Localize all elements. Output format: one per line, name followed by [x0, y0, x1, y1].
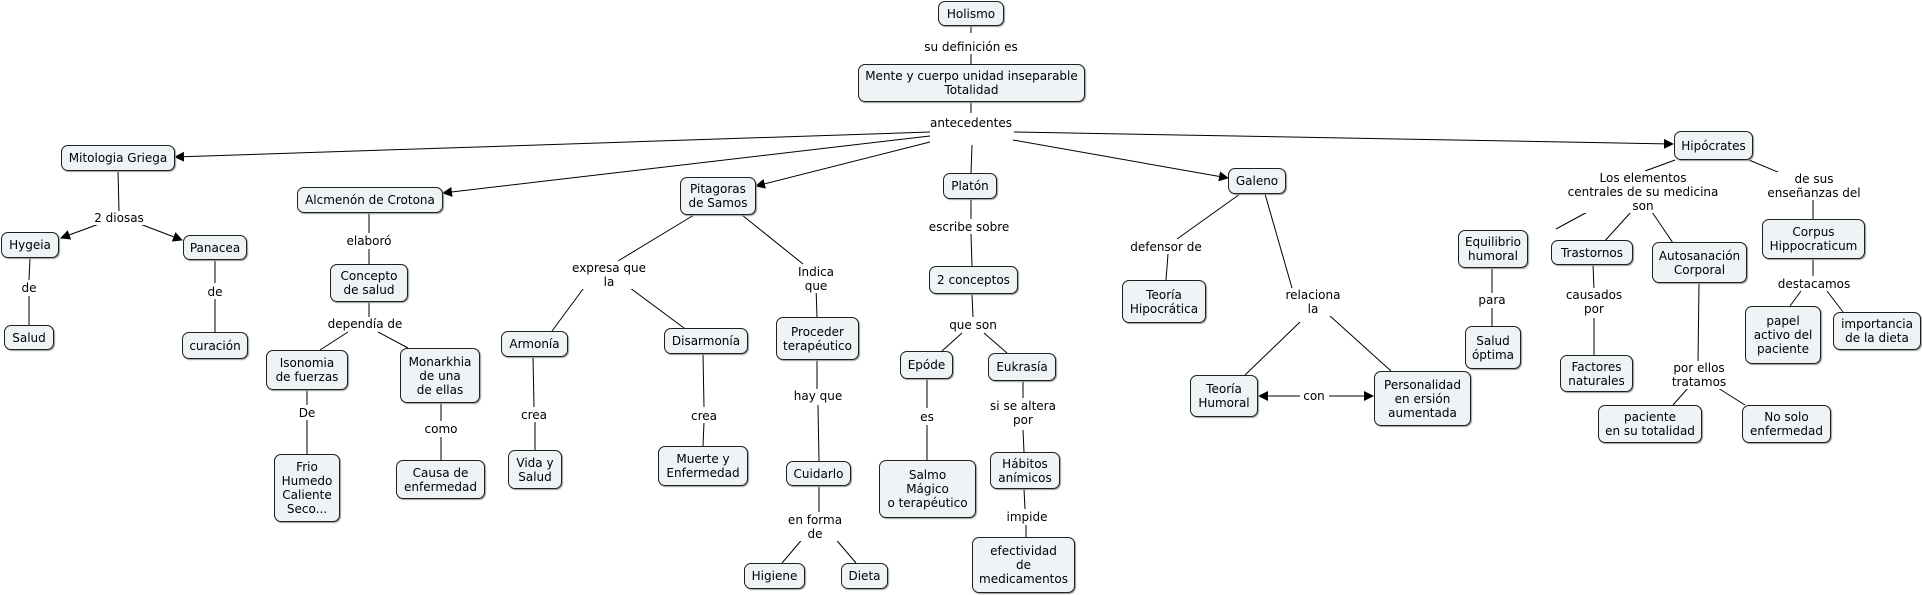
link-los-elementos: Los elementos centrales de su medicina s… — [1567, 171, 1719, 213]
node-higiene[interactable]: Higiene — [744, 563, 805, 589]
link-antecedentes: antecedentes — [930, 116, 1012, 130]
link-expresa-que-la: expresa que la — [572, 261, 646, 289]
node-equilibrio-humoral[interactable]: Equilibrio humoral — [1458, 230, 1528, 268]
node-mente-y-cuerpo[interactable]: Mente y cuerpo unidad inseparable Totali… — [858, 64, 1085, 102]
node-papel-activo[interactable]: papel activo del paciente — [1745, 306, 1821, 364]
node-proceder-terapeutico[interactable]: Proceder terapéutico — [776, 317, 859, 360]
node-curacion[interactable]: curación — [182, 332, 248, 359]
node-mitologia-griega[interactable]: Mitologia Griega — [61, 145, 175, 171]
node-salud-optima[interactable]: Salud óptima — [1465, 326, 1521, 369]
node-importancia-dieta[interactable]: importancia de la dieta — [1833, 312, 1921, 350]
link-De: De — [298, 406, 316, 420]
link-es: es — [920, 410, 934, 424]
node-concepto-de-salud[interactable]: Concepto de salud — [330, 264, 408, 302]
node-dieta[interactable]: Dieta — [841, 563, 888, 589]
node-causa-de-enfermedad[interactable]: Causa de enfermedad — [396, 460, 485, 499]
node-eukrasia[interactable]: Eukrasía — [988, 353, 1056, 381]
node-cuidarlo[interactable]: Cuidarlo — [786, 461, 851, 486]
link-su-definicion-es: su definición es — [924, 40, 1018, 54]
link-si-se-altera-por: si se altera por — [990, 399, 1056, 427]
node-isonomia[interactable]: Isonomia de fuerzas — [266, 350, 348, 390]
node-frio-humedo[interactable]: Frio Humedo Caliente Seco... — [274, 454, 340, 522]
node-salud[interactable]: Salud — [4, 325, 54, 350]
link-crea-armonia: crea — [520, 408, 548, 422]
link-causados-por: causados por — [1565, 288, 1623, 316]
node-alcmenon[interactable]: Alcmenón de Crotona — [297, 187, 443, 213]
node-hygeia[interactable]: Hygeia — [1, 232, 59, 258]
node-factores-naturales[interactable]: Factores naturales — [1560, 355, 1633, 392]
link-elaboro: elaboró — [346, 234, 392, 248]
node-trastornos[interactable]: Trastornos — [1551, 240, 1633, 265]
node-personalidad[interactable]: Personalidad en ersión aumentada — [1374, 371, 1471, 426]
node-corpus-hippocraticum[interactable]: Corpus Hippocraticum — [1762, 219, 1865, 259]
link-defensor-de: defensor de — [1130, 240, 1202, 254]
link-de-hygeia: de — [21, 281, 37, 295]
node-galeno[interactable]: Galeno — [1228, 168, 1286, 194]
link-destacamos: destacamos — [1777, 277, 1851, 291]
node-pitagoras[interactable]: Pitagoras de Samos — [680, 177, 756, 215]
node-monarkhia[interactable]: Monarkhia de una de ellas — [400, 348, 480, 403]
node-no-solo-enfermedad[interactable]: No solo enfermedad — [1742, 405, 1831, 443]
node-disarmonia[interactable]: Disarmonía — [664, 328, 748, 354]
link-escribe-sobre: escribe sobre — [928, 220, 1010, 234]
node-holismo[interactable]: Holismo — [938, 1, 1004, 26]
node-2-conceptos[interactable]: 2 conceptos — [929, 266, 1018, 294]
node-autosanacion[interactable]: Autosanación Corporal — [1652, 242, 1747, 283]
node-platon[interactable]: Platón — [943, 173, 997, 199]
link-con: con — [1303, 389, 1325, 403]
node-armonia[interactable]: Armonía — [501, 331, 568, 357]
node-hipocrates[interactable]: Hipócrates — [1674, 131, 1753, 160]
node-salmo[interactable]: Salmo Mágico o terapéutico — [879, 460, 976, 518]
node-panacea[interactable]: Panacea — [183, 235, 247, 260]
link-para: para — [1478, 293, 1506, 307]
node-teoria-humoral[interactable]: Teoría Humoral — [1190, 375, 1258, 417]
link-dependia-de: dependía de — [327, 317, 403, 331]
node-vida-y-salud[interactable]: Vida y Salud — [508, 450, 562, 489]
link-relaciona-la: relaciona la — [1285, 288, 1341, 316]
node-efectividad[interactable]: efectividad de medicamentos — [972, 537, 1075, 593]
link-de-panacea: de — [207, 285, 223, 299]
link-crea-disarmonia: crea — [690, 409, 718, 423]
node-paciente-totalidad[interactable]: paciente en su totalidad — [1598, 405, 1702, 443]
node-habitos-animicos[interactable]: Hábitos anímicos — [990, 452, 1060, 489]
link-de-sus-ensenanzas: de sus enseñanzas del — [1767, 172, 1861, 200]
link-que-son: que son — [949, 318, 997, 332]
link-en-forma-de: en forma de — [787, 513, 843, 541]
link-como: como — [424, 422, 458, 436]
node-epode[interactable]: Epóde — [900, 351, 953, 379]
link-hay-que: hay que — [793, 389, 843, 403]
link-impide: impide — [1006, 510, 1048, 524]
link-por-ellos-tratamos: por ellos tratamos — [1671, 361, 1727, 389]
node-teoria-hipocratica[interactable]: Teoría Hipocrática — [1122, 280, 1206, 323]
link-indica-que: Indica que — [797, 265, 835, 293]
node-muerte-y-enfermedad[interactable]: Muerte y Enfermedad — [658, 446, 748, 486]
link-2-diosas: 2 diosas — [94, 211, 144, 225]
